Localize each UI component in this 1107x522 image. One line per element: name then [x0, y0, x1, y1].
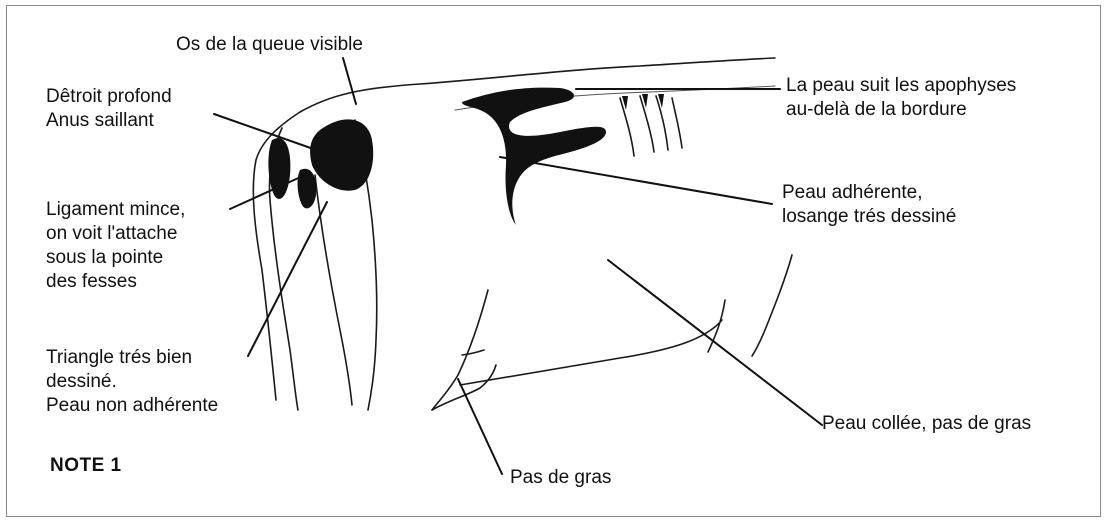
leader-os-queue	[343, 58, 356, 104]
label-peau-collee: Peau collée, pas de gras	[822, 412, 1031, 436]
label-triangle: Triangle trés bien dessiné. Peau non adh…	[46, 346, 218, 418]
label-ligament: Ligament mince, on voit l'attache sous l…	[46, 198, 185, 294]
apophyses-strokes	[620, 96, 682, 156]
label-detroit: Dêtroit profond Anus saillant	[46, 85, 172, 133]
leader-peau-adherente	[500, 157, 772, 204]
anus-shading	[310, 119, 373, 190]
label-peau-adherente: Peau adhérente, losange trés dessiné	[782, 181, 956, 229]
leg-front-line	[432, 365, 496, 410]
thigh-line	[315, 175, 352, 405]
label-os-queue: Os de la queue visible	[176, 33, 363, 57]
flank-line	[432, 290, 488, 410]
hook-shading	[462, 88, 606, 225]
leader-detroit	[214, 114, 322, 152]
belly-line	[460, 320, 722, 385]
label-pas-de-gras: Pas de gras	[510, 466, 611, 490]
side-line-right	[752, 255, 792, 356]
label-peau-suit: La peau suit les apophyses au-delà de la…	[786, 74, 1016, 122]
ligament-shading	[298, 169, 317, 209]
note-label: NOTE 1	[50, 454, 122, 478]
leader-peau-collee	[608, 260, 822, 425]
leader-ligament	[230, 175, 305, 209]
leader-pas-de-gras	[458, 379, 502, 474]
stifle-line	[462, 350, 484, 355]
